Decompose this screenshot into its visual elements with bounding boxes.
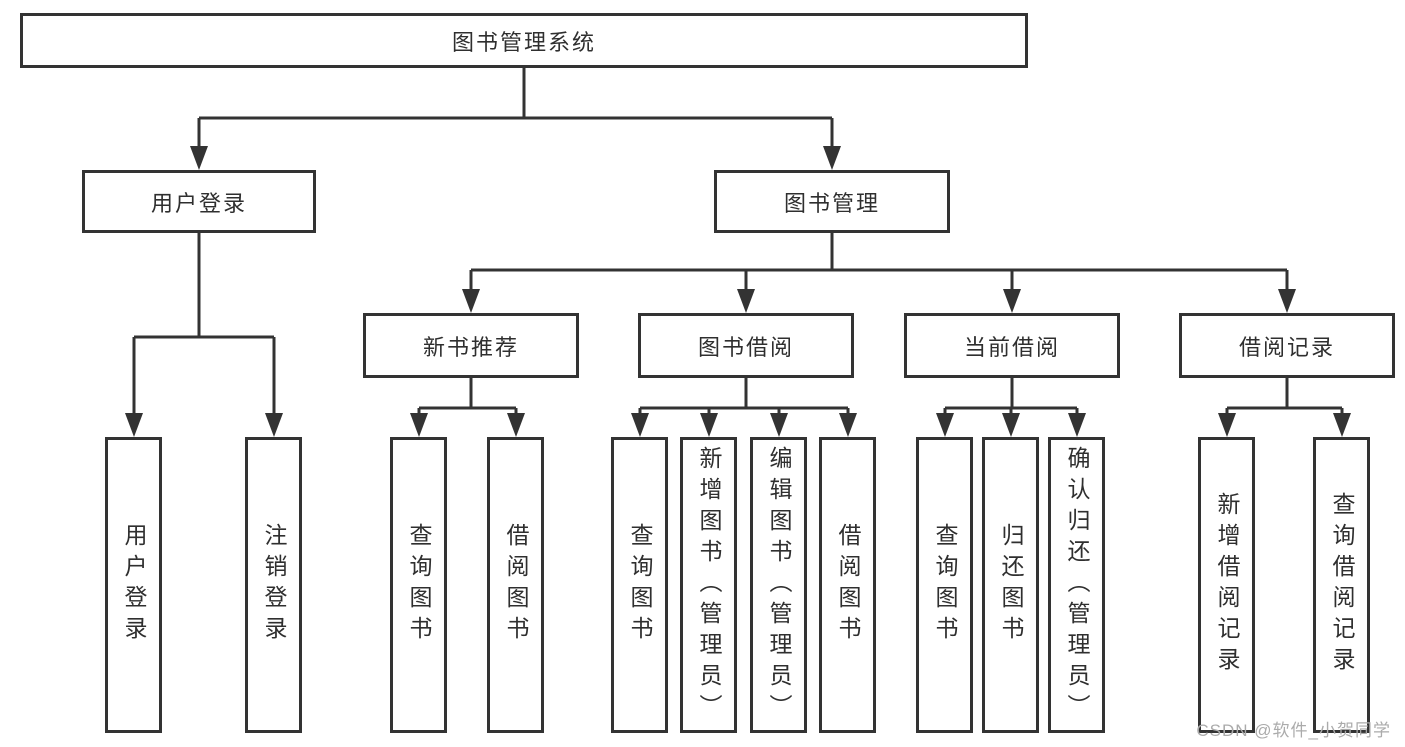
connector-userlogin-to-leaves [132,233,276,415]
connector-root-to-level2 [197,68,834,148]
node-book-management: 图书管理 [714,170,950,233]
connector-newbookrec-to-leaves [417,378,518,416]
connector-borrowrecords-to-leaves [1225,378,1344,416]
leaf-borrow-books-recommend: 借阅图书 [487,437,544,733]
leaf-add-borrow-record: 新增借阅记录 [1198,437,1255,733]
csdn-watermark: CSDN @软件_小贺同学 [1196,721,1391,740]
connector-currentborrow-to-leaves [943,378,1079,416]
node-user-login: 用户登录 [82,170,316,233]
leaf-add-book-admin: 新增图书（管理员） [680,437,737,733]
leaf-return-books: 归还图书 [982,437,1039,733]
leaf-edit-book-admin: 编辑图书（管理员） [750,437,807,733]
node-library-management-system: 图书管理系统 [20,13,1028,68]
leaf-query-books-recommend: 查询图书 [390,437,447,733]
node-book-borrow: 图书借阅 [638,313,854,378]
leaf-confirm-return-admin: 确认归还（管理员） [1048,437,1105,733]
leaf-query-books-borrow: 查询图书 [611,437,668,733]
arrowheads [125,146,1351,437]
node-current-borrow: 当前借阅 [904,313,1120,378]
node-borrow-records: 借阅记录 [1179,313,1395,378]
connector-bookborrow-to-leaves [638,378,850,416]
leaf-logout: 注销登录 [245,437,302,733]
leaf-borrow-books: 借阅图书 [819,437,876,733]
connector-bookmgmt-to-level3 [469,233,1289,291]
node-new-book-recommend: 新书推荐 [363,313,579,378]
leaf-user-login: 用户登录 [105,437,162,733]
leaf-query-borrow-record: 查询借阅记录 [1313,437,1370,733]
leaf-query-books-current: 查询图书 [916,437,973,733]
